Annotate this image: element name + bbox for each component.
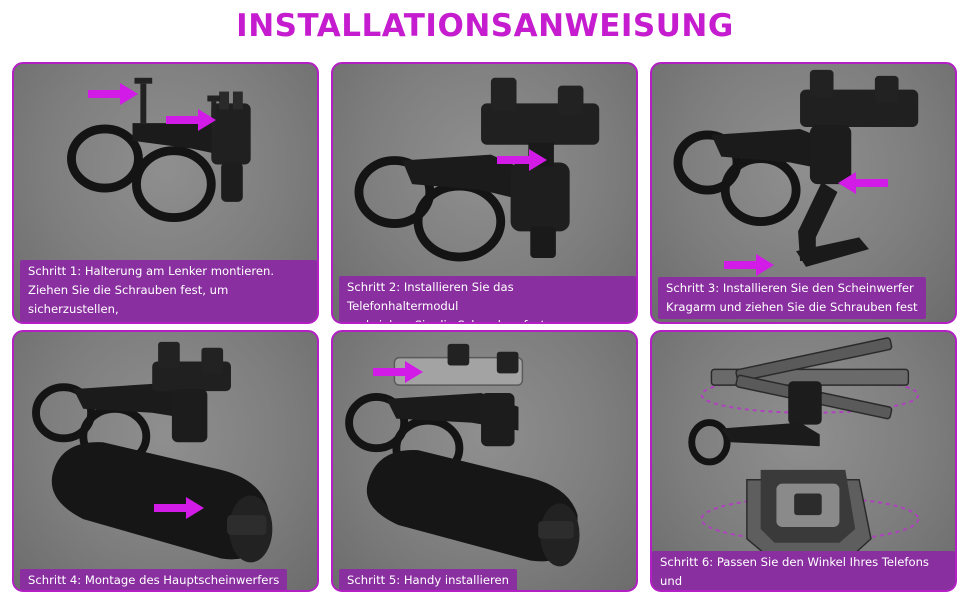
step-4-panel: Schritt 4: Montage des Hauptscheinwerfer… [12,330,319,592]
handlebar-mount-illustration [67,77,251,223]
arrow-icon [154,497,204,519]
arrow-icon [88,83,138,105]
step-4-caption: Schritt 4: Montage des Hauptscheinwerfer… [20,569,288,590]
arrow-icon [724,254,774,276]
step-6-caption: Schritt 6: Passen Sie den Winkel Ihres T… [652,551,955,590]
step-1-panel: Schritt 1: Halterung am Lenker montieren… [12,62,319,324]
step-6-panel: Schritt 6: Passen Sie den Winkel Ihres T… [650,330,957,592]
step-3-panel: Schritt 3: Installieren Sie den Scheinwe… [650,62,957,324]
step-2-caption: Schritt 2: Installieren Sie das Telefonh… [339,276,636,322]
step-3-caption: Schritt 3: Installieren Sie den Scheinwe… [658,277,926,319]
headlight-arm-illustration [673,69,919,267]
phone-install-illustration [345,343,580,567]
step-5-caption: Schritt 5: Handy installieren [339,569,517,590]
step-1-caption: Schritt 1: Halterung am Lenker montieren… [20,260,317,322]
arrow-icon [166,109,216,131]
step-2-panel: Schritt 2: Installieren Sie das Telefonh… [331,62,638,324]
main-headlight-illustration [32,341,273,563]
step-5-panel: Schritt 5: Handy installieren [331,330,638,592]
angle-adjust-illustration [688,337,920,560]
arrow-icon [373,361,423,383]
arrow-icon [497,149,547,171]
arrow-icon [838,172,888,194]
page-title: INSTALLATIONSANWEISUNG [236,8,734,44]
